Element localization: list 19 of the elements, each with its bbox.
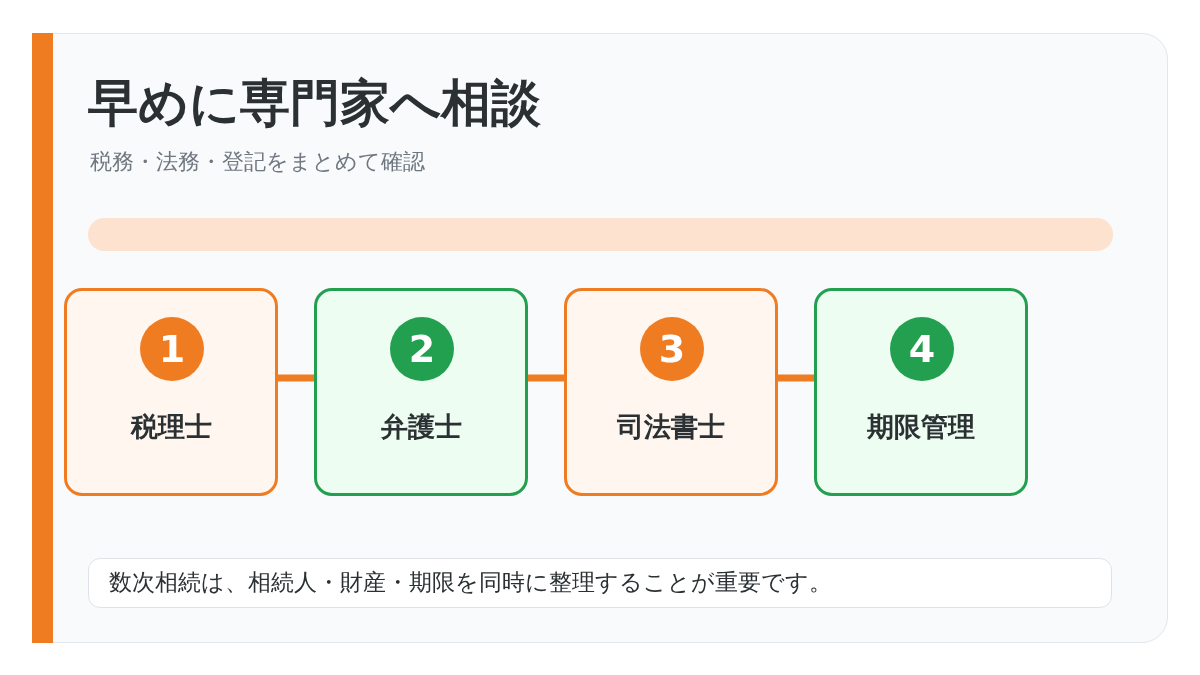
step-number: 3 xyxy=(640,317,704,381)
step-box xyxy=(314,288,528,496)
connector-line xyxy=(527,374,565,382)
step-number: 4 xyxy=(890,317,954,381)
step-number: 1 xyxy=(140,317,204,381)
step-label: 税理士 xyxy=(129,410,213,444)
title: 早めに専門家へ相談 xyxy=(88,73,541,134)
note-box: 数次相続は、相続人・財産・期限を同時に整理することが重要です。 xyxy=(88,558,1112,608)
step-box xyxy=(64,288,278,496)
subtitle: 税務・法務・登記をまとめて確認 xyxy=(90,148,425,176)
progress-band xyxy=(88,218,1113,251)
step-number: 2 xyxy=(390,317,454,381)
step-label: 司法書士 xyxy=(616,410,726,444)
connector-line xyxy=(777,374,815,382)
step-label: 期限管理 xyxy=(866,410,976,444)
connector-line xyxy=(277,374,315,382)
step-label: 弁護士 xyxy=(379,410,463,444)
step-box xyxy=(814,288,1028,496)
step-box xyxy=(564,288,778,496)
